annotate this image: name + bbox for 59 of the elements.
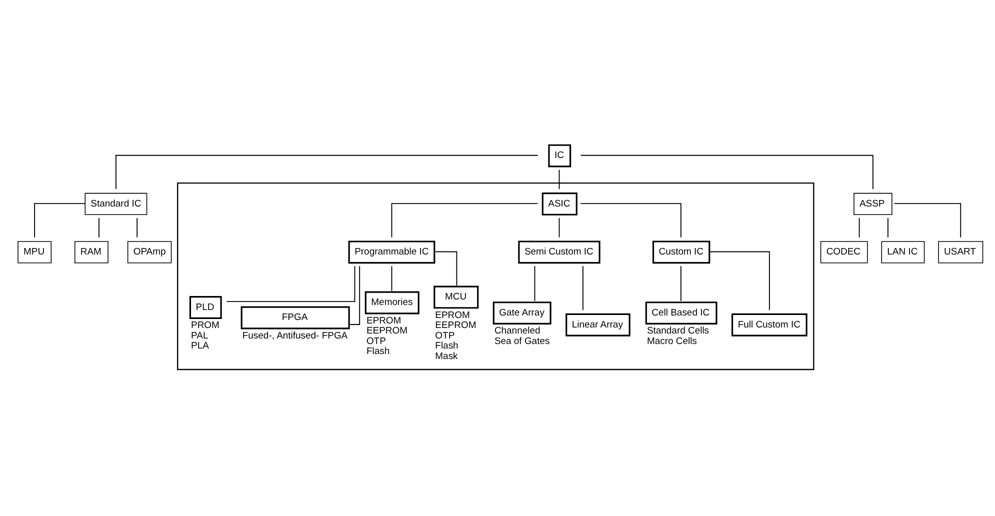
node-box: Memories <box>364 290 419 314</box>
node-label: Sea of Gates <box>494 335 550 346</box>
connector <box>390 202 538 238</box>
node-label: Mask <box>434 350 458 362</box>
node-label: Channeled <box>494 325 540 336</box>
node-box: Full Custom IC <box>731 312 807 336</box>
node-box: Programmable IC <box>348 240 435 264</box>
connector <box>534 265 535 301</box>
node-box: Cell Based IC <box>644 301 717 324</box>
node-label: OTP <box>366 335 386 346</box>
node-label: Fused-, Antifused- FPGA <box>242 330 348 341</box>
node-label: Flash <box>366 346 390 357</box>
node-label: PAL <box>190 330 208 341</box>
connector <box>886 217 888 238</box>
node-box: ASSP <box>853 192 892 215</box>
connector <box>582 265 583 310</box>
connector <box>434 250 457 286</box>
connector <box>580 154 873 190</box>
connector <box>98 217 99 238</box>
node-box: Standard IC <box>84 192 147 215</box>
node-label: EEPROM <box>434 320 476 331</box>
connector <box>349 265 360 324</box>
cluster <box>176 182 814 370</box>
connector <box>580 202 681 238</box>
connector <box>226 265 355 302</box>
node-box: CODEC <box>820 240 868 263</box>
node-box: IC <box>548 144 571 167</box>
node-label: EEPROM <box>366 325 407 336</box>
node-label: Macro Cells <box>646 335 696 346</box>
node-box: MCU <box>433 285 478 308</box>
connector <box>558 217 560 238</box>
node-label: Standard Cells <box>646 325 709 336</box>
connector <box>390 265 392 291</box>
connector <box>708 250 770 310</box>
node-label: OTP <box>434 330 454 341</box>
node-box: Linear Array <box>565 312 630 336</box>
node-label: EPROM <box>366 314 401 326</box>
node-box: Gate Array <box>492 301 551 324</box>
node-label: EPROM <box>434 309 470 320</box>
node-box: OPAmp <box>126 240 172 263</box>
connector <box>858 217 860 238</box>
connector <box>680 265 681 301</box>
node-box: LAN IC <box>880 240 924 263</box>
node-label: PROM <box>190 320 219 331</box>
node-box: Semi Custom IC <box>518 240 600 264</box>
node-box: USART <box>938 240 983 263</box>
connector <box>893 202 961 238</box>
node-box: MPU <box>17 240 52 263</box>
node-box: Custom IC <box>652 240 710 264</box>
connector <box>114 154 538 190</box>
node-label: PLA <box>190 340 208 352</box>
node-box: ASIC <box>541 192 577 215</box>
connector <box>558 168 560 190</box>
connector <box>136 217 138 238</box>
node-box: RAM <box>74 240 108 263</box>
node-box: PLD <box>188 296 222 318</box>
node-box: FPGA <box>240 306 350 329</box>
node-label: Flash <box>434 340 458 352</box>
connector <box>34 202 85 238</box>
